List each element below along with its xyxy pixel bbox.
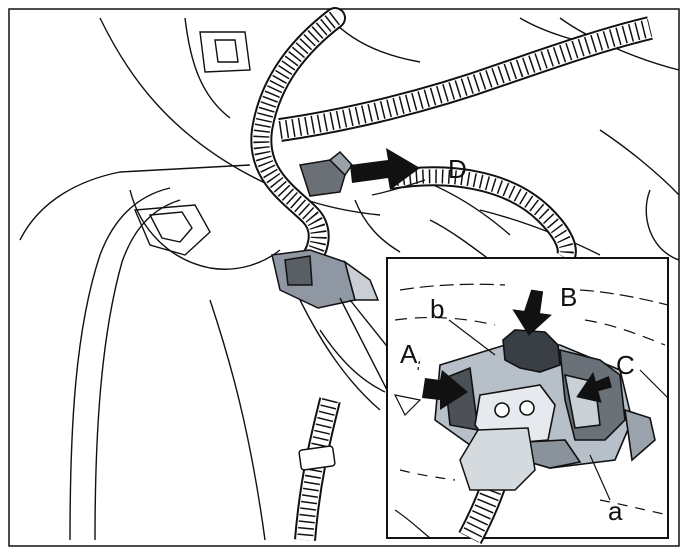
inset-cable xyxy=(458,427,536,545)
label-b: b xyxy=(430,294,444,324)
label-D: D xyxy=(448,154,467,184)
label-a: a xyxy=(608,496,623,526)
wire-harness-main xyxy=(250,7,346,281)
body-panel-lines xyxy=(19,17,680,541)
wire-harness-horizontal xyxy=(278,16,653,142)
figure-frame xyxy=(8,8,680,547)
label-B: B xyxy=(560,282,577,312)
label-A: A xyxy=(400,339,418,369)
connector-small xyxy=(271,249,380,309)
arrow-D xyxy=(350,148,426,196)
detail-inset: A B C a b xyxy=(386,257,669,545)
inset-callout-leaders xyxy=(417,319,611,501)
arrow-B xyxy=(512,289,552,336)
harness-clamp xyxy=(299,150,353,197)
wire-harness-lower xyxy=(294,397,341,541)
arrow-A xyxy=(422,370,468,410)
wire-harness-right xyxy=(388,166,577,264)
label-C: C xyxy=(616,350,635,380)
inset-background-lines xyxy=(393,283,669,539)
arrow-C xyxy=(576,371,612,403)
